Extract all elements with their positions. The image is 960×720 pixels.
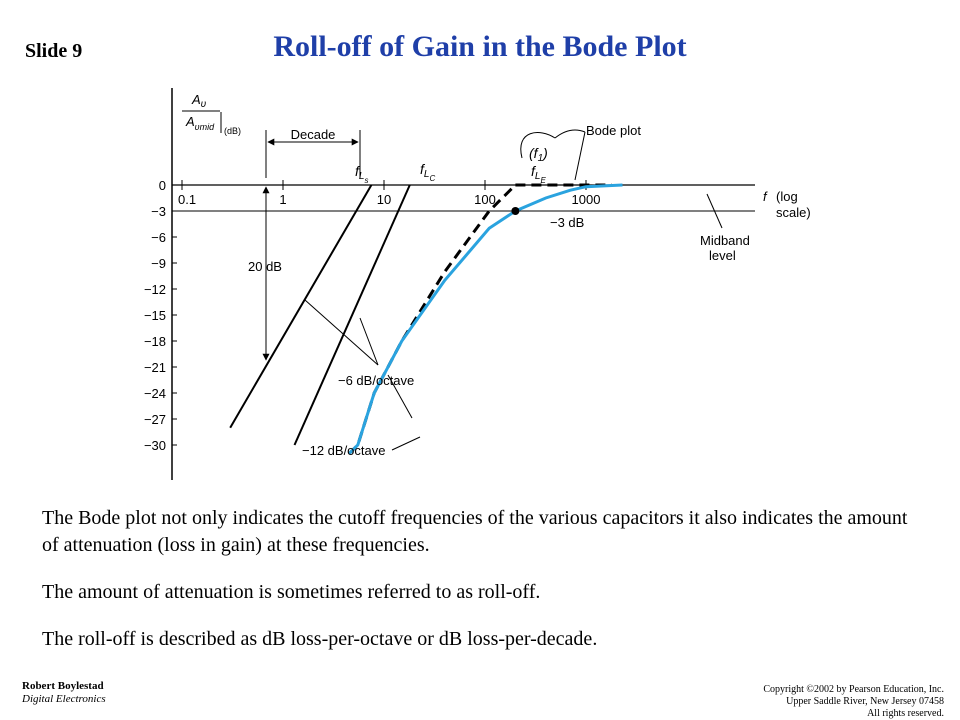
y-tick-label: −21: [144, 360, 166, 375]
twenty-db-annotation: 20 dB: [248, 186, 282, 361]
svg-text:Aυ: Aυ: [191, 92, 207, 110]
series-line-2: [347, 183, 517, 455]
slide-number: Slide 9: [25, 40, 83, 62]
slope-6-label: −6 dB/octave: [338, 373, 414, 388]
minus-3db-point: [511, 207, 520, 215]
paragraph-1: The Bode plot not only indicates the cut…: [42, 507, 908, 556]
x-tick-label: 1000: [572, 192, 601, 207]
y-tick-label: −30: [144, 438, 166, 453]
fle-label: fLE: [531, 163, 546, 185]
y-tick-label: −9: [151, 256, 166, 271]
copyright-line-2: Upper Saddle River, New Jersey 07458: [786, 696, 944, 707]
slope-12-callout: −12 dB/octave: [302, 436, 421, 458]
svg-text:(dB): (dB): [224, 126, 241, 136]
svg-text:Aυmid: Aυmid: [185, 114, 215, 132]
slide-title: Roll-off of Gain in the Bode Plot: [273, 30, 687, 63]
slope-6-callout: −6 dB/octave: [304, 299, 414, 419]
y-tick-label: −24: [144, 386, 166, 401]
x-tick-label: 10: [377, 192, 391, 207]
bode-plot-label: Bode plot: [586, 123, 641, 138]
y-tick-label: −6: [151, 230, 166, 245]
series-line-0: [229, 184, 373, 429]
twenty-db-label: 20 dB: [248, 259, 282, 274]
series-line-4: [347, 183, 623, 455]
flc-label: fLC: [420, 161, 435, 183]
body-text: The Bode plot not only indicates the cut…: [42, 505, 922, 653]
svg-text:scale): scale): [776, 205, 811, 220]
svg-text:f: f: [763, 189, 768, 204]
x-axis-label: f (log scale): [763, 189, 811, 220]
f1-label: (f1): [529, 145, 548, 164]
paragraph-2: The amount of attenuation is sometimes r…: [42, 581, 541, 603]
course-name: Digital Electronics: [22, 693, 106, 705]
fls-label: fLs: [355, 163, 368, 185]
y-tick-label: −3: [151, 204, 166, 219]
y-tick-label: −15: [144, 308, 166, 323]
svg-text:(log: (log: [776, 189, 798, 204]
bode-plot-callout: Bode plot: [520, 123, 641, 181]
bode-plot-figure: 0 −3 −6 −9 −12 −15 −18 −21 −24 −27 −30 0.1 1 10 100 10…: [144, 88, 811, 480]
minus-3db-label: −3 dB: [550, 215, 584, 230]
y-axis-label: Aυ Aυmid (dB): [182, 92, 241, 136]
y-tick-label: −12: [144, 282, 166, 297]
x-tick-label: 1: [279, 192, 286, 207]
x-tick-label: 0.1: [178, 192, 196, 207]
copyright-line-1: Copyright ©2002 by Pearson Education, In…: [763, 684, 944, 695]
paragraph-3: The roll-off is described as dB loss-per…: [42, 628, 598, 650]
svg-text:Midband: Midband: [700, 233, 750, 248]
footer-copyright: Copyright ©2002 by Pearson Education, In…: [763, 684, 944, 720]
footer-author: Robert Boylestad Digital Electronics: [22, 680, 106, 706]
y-tick-label: 0: [159, 178, 166, 193]
svg-text:level: level: [709, 248, 736, 263]
decade-label: Decade: [291, 127, 336, 142]
series-line-1: [293, 184, 411, 446]
x-tick-label: 100: [474, 192, 496, 207]
y-tick-label: −18: [144, 334, 166, 349]
copyright-line-3: All rights reserved.: [867, 708, 944, 719]
y-tick-label: −27: [144, 412, 166, 427]
slope-12-label: −12 dB/octave: [302, 443, 385, 458]
decade-annotation: Decade: [265, 127, 361, 178]
author-name: Robert Boylestad: [22, 680, 104, 692]
midband-callout: Midband level: [700, 193, 750, 263]
